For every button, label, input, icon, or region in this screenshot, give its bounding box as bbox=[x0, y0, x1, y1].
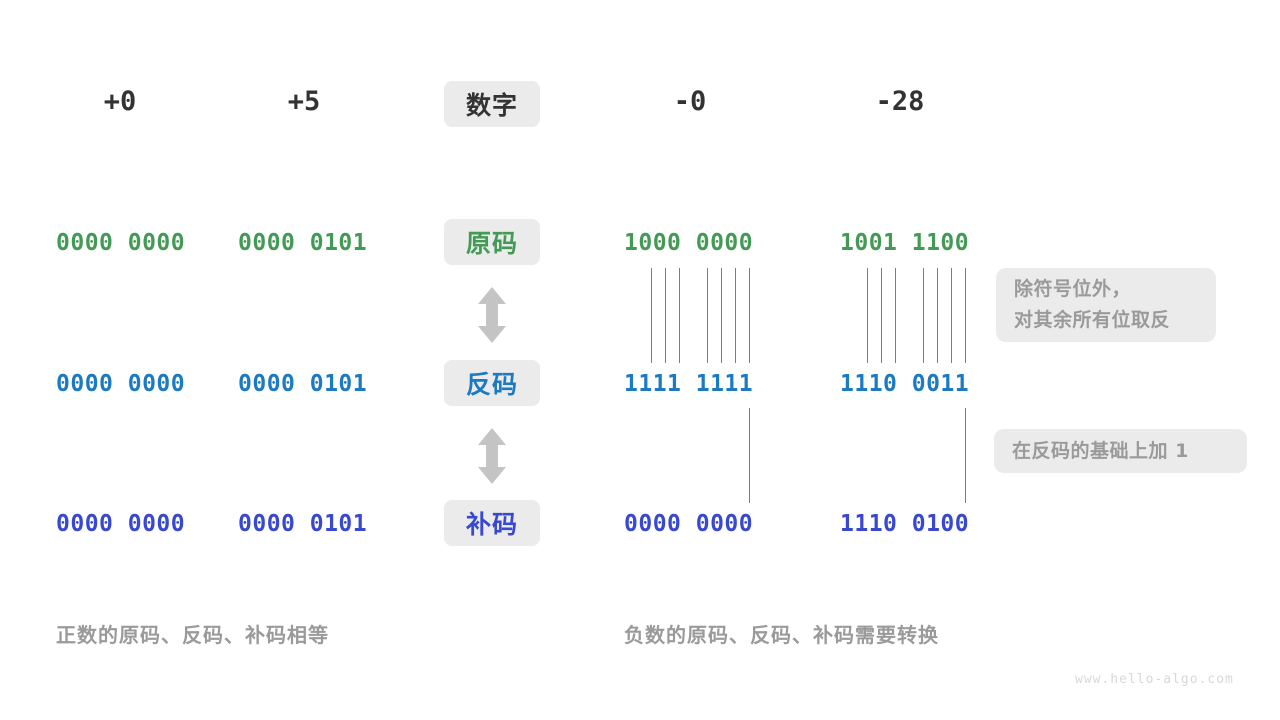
double-headed-vertical-arrow-icon bbox=[478, 287, 506, 343]
caption-negative: 负数的原码、反码、补码需要转换 bbox=[624, 623, 939, 647]
cell-sign-magnitude-plus-zero: 0000 0000 bbox=[56, 230, 186, 256]
connector-line bbox=[867, 268, 868, 363]
connector-line bbox=[951, 268, 952, 363]
connector-line bbox=[665, 268, 666, 363]
cell-ones-complement-minus-zero: 1111 1111 bbox=[624, 371, 754, 397]
cell-sign-magnitude-minus-zero: 1000 0000 bbox=[624, 230, 754, 256]
column-header-plus-zero: +0 bbox=[103, 86, 137, 117]
connector-line bbox=[923, 268, 924, 363]
connector-line bbox=[965, 408, 966, 503]
note-add-one: 在反码的基础上加 1 bbox=[994, 429, 1247, 473]
watermark: www.hello-algo.com bbox=[1075, 672, 1234, 687]
column-header-minus-twentyeight: -28 bbox=[875, 86, 925, 117]
cell-ones-complement-plus-zero: 0000 0000 bbox=[56, 371, 186, 397]
caption-positive: 正数的原码、反码、补码相等 bbox=[56, 623, 329, 647]
connector-line bbox=[651, 268, 652, 363]
note-invert-bits: 除符号位外， 对其余所有位取反 bbox=[996, 268, 1216, 342]
connector-line bbox=[721, 268, 722, 363]
cell-ones-complement-minus-twentyeight: 1110 0011 bbox=[840, 371, 970, 397]
connector-line bbox=[749, 268, 750, 363]
connector-line bbox=[749, 408, 750, 503]
double-headed-vertical-arrow-icon bbox=[478, 428, 506, 484]
row-label-sign-magnitude: 原码 bbox=[444, 219, 540, 265]
double-arrow-ones-to-twos bbox=[475, 428, 509, 489]
connector-line bbox=[965, 268, 966, 363]
connector-line bbox=[895, 268, 896, 363]
note-invert-bits-line-2: 对其余所有位取反 bbox=[1014, 309, 1171, 331]
connector-line bbox=[881, 268, 882, 363]
column-header-plus-five: +5 bbox=[287, 86, 321, 117]
connector-line bbox=[707, 268, 708, 363]
note-invert-bits-line-1: 除符号位外， bbox=[1014, 278, 1132, 300]
row-label-ones-complement: 反码 bbox=[444, 360, 540, 406]
cell-twos-complement-plus-zero: 0000 0000 bbox=[56, 511, 186, 537]
cell-twos-complement-minus-twentyeight: 1110 0100 bbox=[840, 511, 970, 537]
cell-ones-complement-plus-five: 0000 0101 bbox=[238, 371, 368, 397]
cell-sign-magnitude-plus-five: 0000 0101 bbox=[238, 230, 368, 256]
double-arrow-sign-to-ones bbox=[475, 287, 509, 348]
note-add-one-line-1: 在反码的基础上加 1 bbox=[1012, 439, 1189, 462]
connector-line bbox=[937, 268, 938, 363]
cell-sign-magnitude-minus-twentyeight: 1001 1100 bbox=[840, 230, 970, 256]
connector-line bbox=[679, 268, 680, 363]
cell-twos-complement-minus-zero: 0000 0000 bbox=[624, 511, 754, 537]
row-label-number: 数字 bbox=[444, 81, 540, 127]
connector-line bbox=[735, 268, 736, 363]
cell-twos-complement-plus-five: 0000 0101 bbox=[238, 511, 368, 537]
row-label-twos-complement: 补码 bbox=[444, 500, 540, 546]
column-header-minus-zero: -0 bbox=[673, 86, 707, 117]
